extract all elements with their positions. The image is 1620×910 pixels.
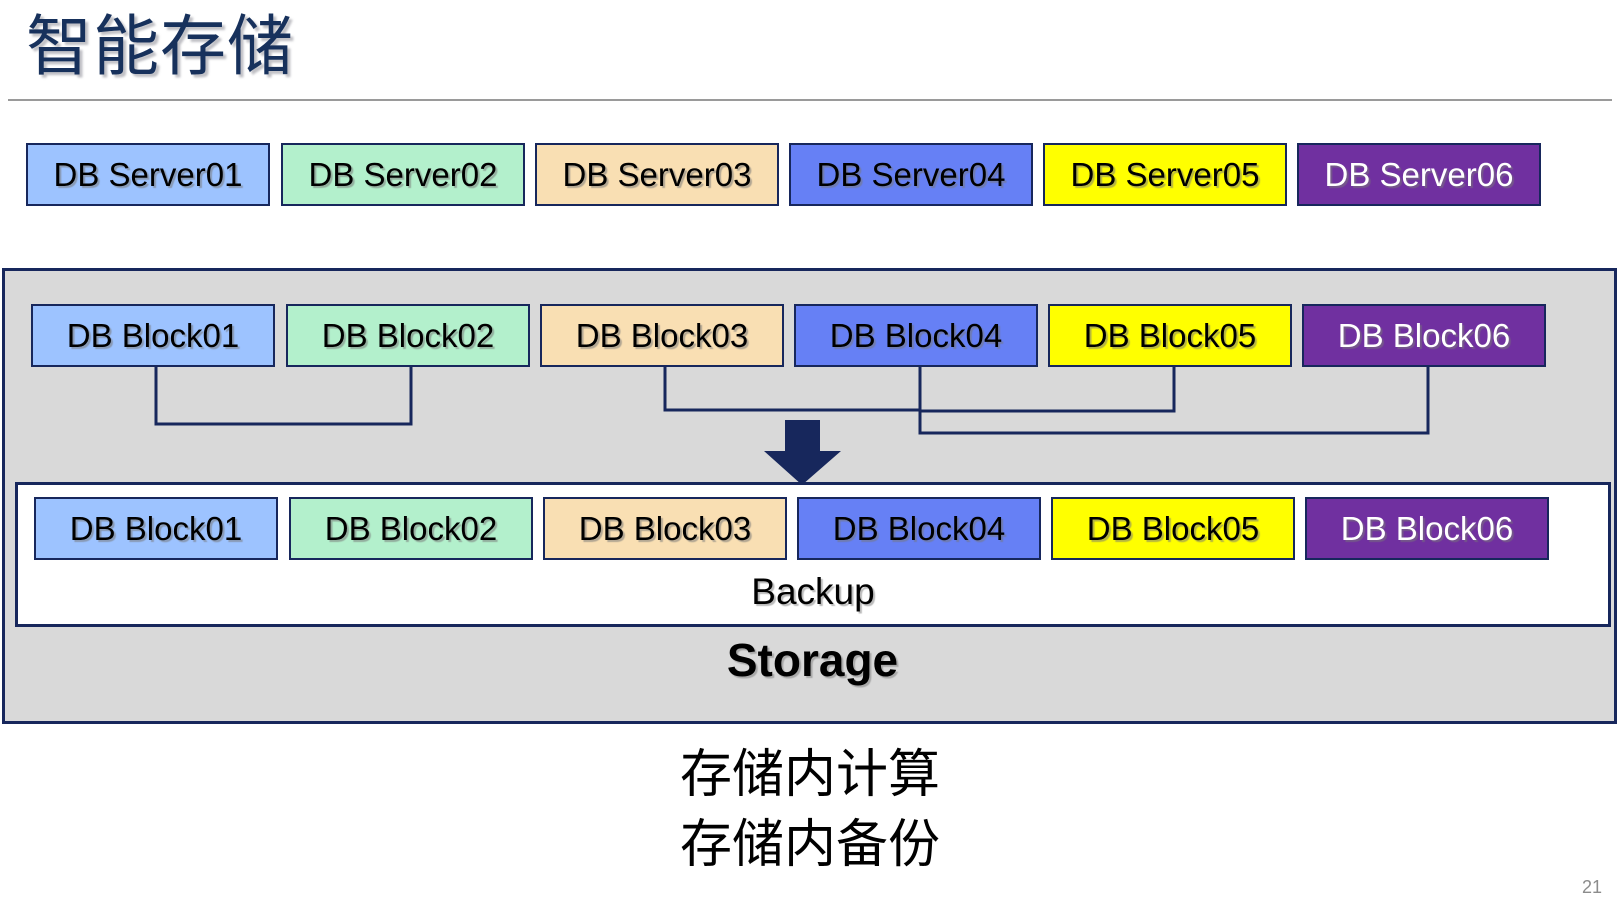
bottom-captions: 存储内计算 存储内备份 <box>0 740 1620 880</box>
db-block-box-label: DB Block04 <box>829 317 1003 354</box>
connector-path-4 <box>918 367 1430 435</box>
backup-label: Backup <box>751 571 875 612</box>
db-backup-block-box-3[interactable]: DB Block03 <box>543 497 787 560</box>
db-server-box-label: DB Server03 <box>562 156 752 193</box>
db-block-box-label: DB Block06 <box>1337 317 1511 354</box>
db-backup-block-box-6[interactable]: DB Block06 <box>1305 497 1549 560</box>
db-server-box-label: DB Server05 <box>1070 156 1260 193</box>
title-divider <box>8 99 1612 101</box>
db-server-box-2[interactable]: DB Server02 <box>281 143 525 206</box>
db-server-box-5[interactable]: DB Server05 <box>1043 143 1287 206</box>
db-block-box-5[interactable]: DB Block05 <box>1048 304 1292 367</box>
db-server-box-1[interactable]: DB Server01 <box>26 143 270 206</box>
db-block-box-1[interactable]: DB Block01 <box>31 304 275 367</box>
db-block-box-4[interactable]: DB Block04 <box>794 304 1038 367</box>
db-block-box-label: DB Block02 <box>321 317 495 354</box>
db-backup-block-box-4[interactable]: DB Block04 <box>797 497 1041 560</box>
connector-path-2 <box>663 367 922 412</box>
db-backup-block-box-label: DB Block02 <box>324 510 498 547</box>
db-server-box-4[interactable]: DB Server04 <box>789 143 1033 206</box>
connector-path-1 <box>154 367 413 426</box>
db-block-box-3[interactable]: DB Block03 <box>540 304 784 367</box>
storage-label: Storage <box>726 634 899 686</box>
db-backup-block-box-1[interactable]: DB Block01 <box>34 497 278 560</box>
db-block-box-label: DB Block03 <box>575 317 749 354</box>
db-block-box-6[interactable]: DB Block06 <box>1302 304 1546 367</box>
db-server-box-label: DB Server04 <box>816 156 1006 193</box>
db-server-box-3[interactable]: DB Server03 <box>535 143 779 206</box>
page-number: 21 <box>1581 877 1602 897</box>
caption-line-1: 存储内计算 <box>679 746 940 804</box>
db-server-box-label: DB Server01 <box>53 156 243 193</box>
db-backup-block-box-label: DB Block04 <box>832 510 1006 547</box>
db-server-box-label: DB Server06 <box>1324 156 1514 193</box>
db-backup-block-box-label: DB Block06 <box>1340 510 1514 547</box>
db-block-box-2[interactable]: DB Block02 <box>286 304 530 367</box>
caption-line-2: 存储内备份 <box>679 816 940 874</box>
db-backup-block-box-2[interactable]: DB Block02 <box>289 497 533 560</box>
db-backup-block-box-label: DB Block01 <box>69 510 243 547</box>
db-backup-block-box-label: DB Block05 <box>1086 510 1260 547</box>
db-block-box-label: DB Block05 <box>1083 317 1257 354</box>
backup-panel: DB Block01 DB Block02 DB Block03 DB Block04… <box>15 482 1611 627</box>
connector-path-3 <box>918 367 1176 413</box>
storage-container: DB Block01 DB Block02 DB Block03 DB Block04… <box>2 268 1617 724</box>
db-server-box-label: DB Server02 <box>308 156 498 193</box>
down-arrow-icon <box>764 420 841 485</box>
page-title: 智能存储 <box>26 9 294 83</box>
db-backup-block-box-5[interactable]: DB Block05 <box>1051 497 1295 560</box>
db-server-box-6[interactable]: DB Server06 <box>1297 143 1541 206</box>
db-block-box-label: DB Block01 <box>66 317 240 354</box>
db-backup-block-box-label: DB Block03 <box>578 510 752 547</box>
